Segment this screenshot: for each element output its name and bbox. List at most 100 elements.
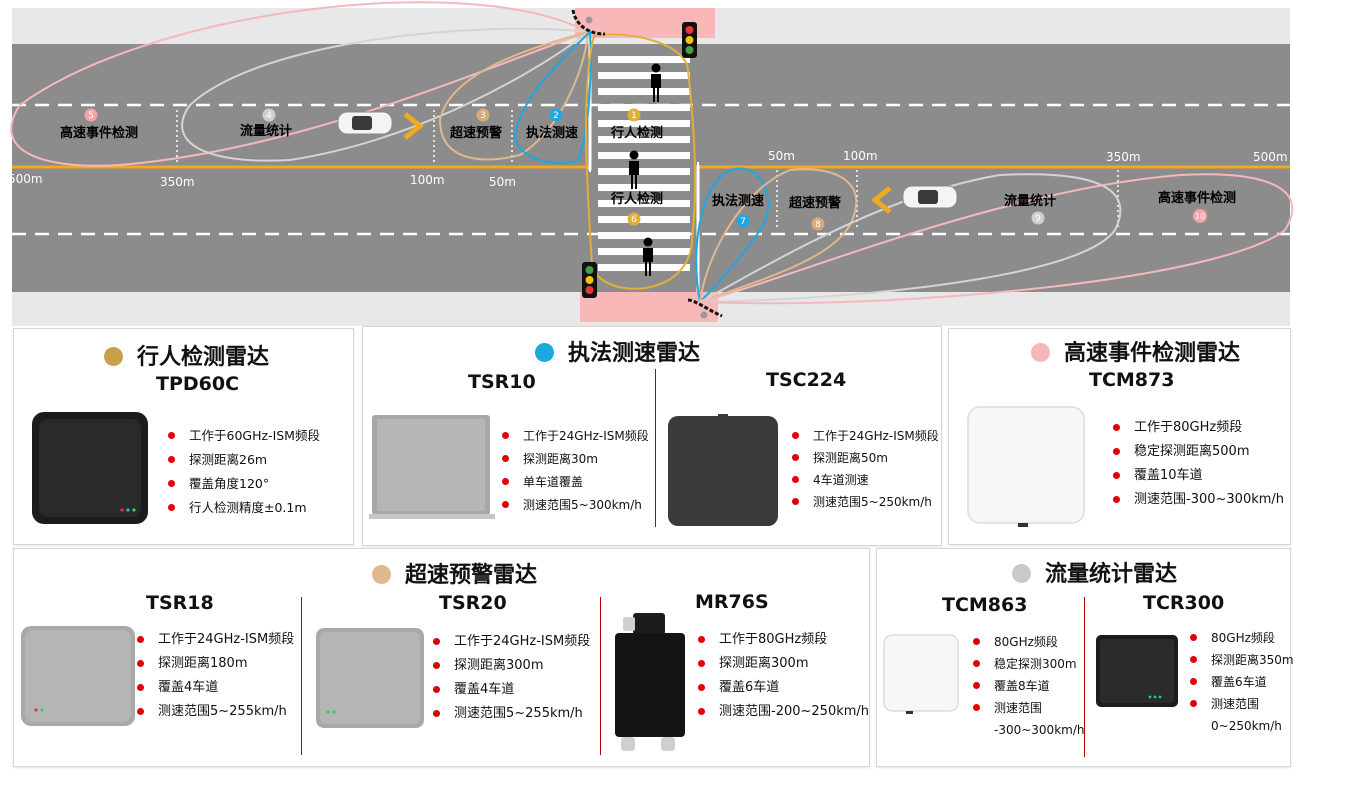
zone-traffic-right <box>699 173 1122 303</box>
model-name: TCM863 <box>942 594 1028 616</box>
spec-item: 行人检测精度±0.1m <box>168 500 320 524</box>
spec-item: 工作于80GHz频段 <box>1113 420 1284 444</box>
radar-arc-bottom <box>687 298 723 318</box>
divider <box>1084 597 1085 757</box>
spec-item: 覆盖角度120° <box>168 476 320 500</box>
spec-item: 覆盖6车道 <box>1190 674 1294 696</box>
arrow-right-icon <box>403 112 425 140</box>
spec-item: 80GHz频段 <box>973 634 1084 656</box>
zone-label-2: 执法测速 <box>526 125 578 141</box>
zone-label-10: 高速事件检测 <box>1158 190 1236 206</box>
legend-dot <box>372 565 391 584</box>
spec-list: 80GHz频段 稳定探测300m 覆盖8车道 测速范围 -300~300km/h <box>973 634 1084 740</box>
spec-item: 探测距离30m <box>502 451 649 474</box>
device-image-tcr300 <box>1094 633 1180 709</box>
spec-list: 工作于24GHz-ISM频段 探测距离180m 覆盖4车道 测速范围5~255k… <box>137 632 294 728</box>
spec-item: -300~300km/h <box>994 723 1085 737</box>
card-overspeed-radar: 超速预警雷达 TSR18 TSR20 MR76S 工作于24GHz-ISM频段 … <box>13 548 870 767</box>
model-name: TSR18 <box>146 592 214 614</box>
traffic-light-bottom <box>582 262 597 298</box>
model-name: TCR300 <box>1143 592 1225 614</box>
spec-list: 工作于80GHz频段 探测距离300m 覆盖6车道 测速范围-200~250km… <box>698 632 869 728</box>
distance-label-right-500: 500m <box>1253 150 1288 164</box>
legend-dot <box>1031 343 1050 362</box>
pedestrian-icon <box>629 63 661 276</box>
spec-item: 探测距离300m <box>698 656 869 680</box>
spec-item: 测速范围 <box>1190 696 1294 718</box>
radar-arc-top <box>571 9 606 36</box>
card-title: 高速事件检测雷达 <box>1031 335 1240 367</box>
spec-item: 工作于24GHz-ISM频段 <box>433 634 590 658</box>
zone-number-7: 7 <box>740 217 746 227</box>
spec-item: 测速范围5~250km/h <box>792 494 939 516</box>
spec-item: 工作于24GHz-ISM频段 <box>502 428 649 451</box>
distance-label-left-350: 350m <box>160 175 195 189</box>
spec-item: 0~250km/h <box>1211 719 1282 733</box>
spec-item: 测速范围-200~250km/h <box>698 704 869 728</box>
arrow-left-icon <box>870 186 892 214</box>
device-image-tpd60c <box>29 409 151 527</box>
spec-item: 覆盖10车道 <box>1113 468 1284 492</box>
zone-number-8: 8 <box>815 220 821 230</box>
legend-dot <box>104 347 123 366</box>
device-image-tsr18 <box>19 624 137 730</box>
spec-item: 覆盖8车道 <box>973 678 1084 700</box>
zone-label-3: 超速预警 <box>450 125 502 141</box>
zone-label-9: 流量统计 <box>1004 193 1056 209</box>
zone-number-5: 5 <box>88 111 94 121</box>
spec-list: 工作于24GHz-ISM频段 探测距离300m 覆盖4车道 测速范围5~255k… <box>433 634 590 730</box>
spec-item: 工作于80GHz频段 <box>698 632 869 656</box>
spec-item: 探测距离26m <box>168 452 320 476</box>
distance-label-right-50: 50m <box>768 149 795 163</box>
spec-item: 测速范围 <box>973 700 1084 722</box>
distance-label-left-50: 50m <box>489 175 516 189</box>
device-image-tsc224 <box>666 414 780 528</box>
distance-label-left-100: 100m <box>410 173 445 187</box>
zone-number-6: 6 <box>631 215 637 225</box>
spec-item: 测速范围5~300km/h <box>502 497 649 520</box>
model-name: TSC224 <box>766 369 847 391</box>
sidewalk-pad-bottom <box>580 292 718 322</box>
zone-number-3: 3 <box>480 111 486 121</box>
model-name: TSR20 <box>439 592 507 614</box>
road-scene-diagram: 5 4 3 2 1 6 7 8 9 10 高速事件检测 流量统计 超速预警 执法… <box>8 1 1294 326</box>
zone-label-7: 执法测速 <box>712 193 764 209</box>
zone-number-9: 9 <box>1035 214 1041 224</box>
zone-number-10: 10 <box>1195 212 1205 221</box>
divider <box>600 597 601 755</box>
divider <box>301 597 302 755</box>
zone-overspeed-left <box>438 30 590 161</box>
divider <box>655 369 656 527</box>
spec-list: 工作于24GHz-ISM频段 探测距离50m 4车道测速 测速范围5~250km… <box>792 428 939 516</box>
card-event-radar: 高速事件检测雷达 TCM873 工作于80GHz频段 稳定探测距离500m 覆盖… <box>948 328 1291 545</box>
spec-item: 工作于24GHz-ISM频段 <box>137 632 294 656</box>
device-image-tcm873 <box>966 405 1086 529</box>
spec-list: 工作于24GHz-ISM频段 探测距离30m 单车道覆盖 测速范围5~300km… <box>502 428 649 520</box>
model-name: TPD60C <box>156 373 240 395</box>
spec-item: 稳定探测距离500m <box>1113 444 1284 468</box>
zone-event-left <box>10 1 591 167</box>
device-image-mr76s <box>613 613 688 755</box>
spec-item: 单车道覆盖 <box>502 474 649 497</box>
card-title: 行人检测雷达 <box>104 339 269 371</box>
zone-enforce-right <box>695 167 769 305</box>
model-name: TSR10 <box>468 371 536 393</box>
model-name: TCM873 <box>1089 369 1175 391</box>
zone-label-6: 行人检测 <box>610 191 663 207</box>
zone-label-8: 超速预警 <box>789 195 841 211</box>
card-title: 流量统计雷达 <box>1012 556 1177 588</box>
spec-item: 覆盖6车道 <box>698 680 869 704</box>
spec-list: 80GHz频段 探测距离350m 覆盖6车道 测速范围 0~250km/h <box>1190 630 1294 736</box>
spec-item: 探测距离350m <box>1190 652 1294 674</box>
model-name: MR76S <box>695 591 769 613</box>
spec-item: 工作于24GHz-ISM频段 <box>792 428 939 450</box>
spec-item: 80GHz频段 <box>1190 630 1294 652</box>
legend-dot <box>1012 564 1031 583</box>
distance-label-left-500: 500m <box>8 172 43 186</box>
card-title: 超速预警雷达 <box>372 557 537 589</box>
card-traffic-radar: 流量统计雷达 TCM863 TCR300 80GHz频段 稳定探测300m 覆盖… <box>876 548 1294 767</box>
distance-label-right-100: 100m <box>843 149 878 163</box>
card-title: 执法测速雷达 <box>535 335 700 367</box>
spec-item: 测速范围5~255km/h <box>433 706 590 730</box>
spec-item: 探测距离300m <box>433 658 590 682</box>
